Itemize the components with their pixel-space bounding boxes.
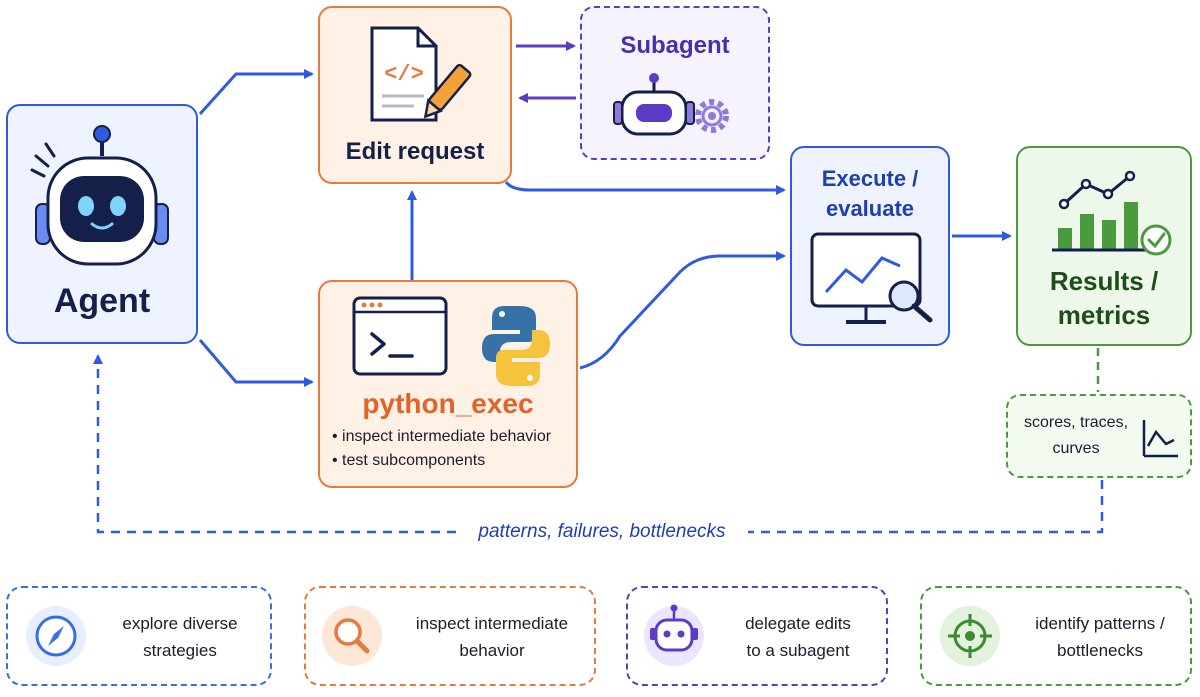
agent-robot-icon [30, 125, 169, 266]
subagent-node [580, 6, 770, 160]
card-inspect-behavior [304, 586, 596, 686]
python-exec-label: python_exec [362, 388, 534, 419]
card-explore-line2: strategies [143, 641, 217, 660]
execute-label-line2: evaluate [825, 196, 915, 221]
arrow-agent-to-edit [198, 69, 314, 116]
arrow-edit-to-execute [504, 181, 786, 195]
results-label-line2: metrics [1057, 300, 1151, 330]
arrow-python-to-execute [579, 251, 786, 370]
execute-label-line1: Execute / [821, 166, 919, 191]
arrow-feedback-loop [98, 356, 1104, 534]
code-document-pencil-icon: </> [370, 26, 472, 122]
python-bullet-2-text: test subcomponents [342, 452, 486, 469]
target-icon [940, 606, 1000, 666]
card-explore-line1: explore diverse [122, 614, 238, 633]
agent-label: Agent [53, 282, 151, 320]
terminal-python-icon [352, 296, 550, 386]
robot-gear-icon [613, 73, 729, 136]
edit-request-label: Edit request [345, 138, 485, 165]
monitor-chart-magnifier-icon [810, 232, 933, 324]
card-inspect-line1: inspect intermediate [415, 614, 569, 633]
card-identify-line1: identify patterns / [1035, 614, 1165, 633]
python-bullet-1: • inspect intermediate behavior [332, 428, 572, 446]
svg-text:</>: </> [384, 62, 424, 87]
traces-node [1006, 394, 1192, 478]
robot-icon [644, 604, 704, 666]
bullet-dot: • [332, 428, 343, 445]
traces-label-line2: curves [1052, 440, 1100, 457]
bullet-dot: • [332, 452, 343, 469]
results-label-line1: Results / [1049, 266, 1159, 296]
feedback-label: patterns, failures, bottlenecks [478, 521, 726, 542]
card-identify-line2: bottlenecks [1057, 641, 1143, 660]
card-delegate-line2: to a subagent [746, 641, 850, 660]
traces-label-line1: scores, traces, [1023, 414, 1129, 431]
arrow-agent-to-python [198, 339, 314, 387]
python-bullet-2: • test subcomponents [332, 452, 572, 470]
bar-chart-check-icon [1052, 170, 1172, 256]
magnifier-icon [322, 606, 382, 666]
compass-icon [26, 606, 86, 666]
card-inspect-line2: behavior [459, 641, 525, 660]
python-bullet-1-text: inspect intermediate behavior [342, 428, 552, 445]
card-delegate-line1: delegate edits [745, 614, 851, 633]
subagent-label: Subagent [620, 32, 730, 59]
line-chart-icon [1142, 420, 1178, 458]
